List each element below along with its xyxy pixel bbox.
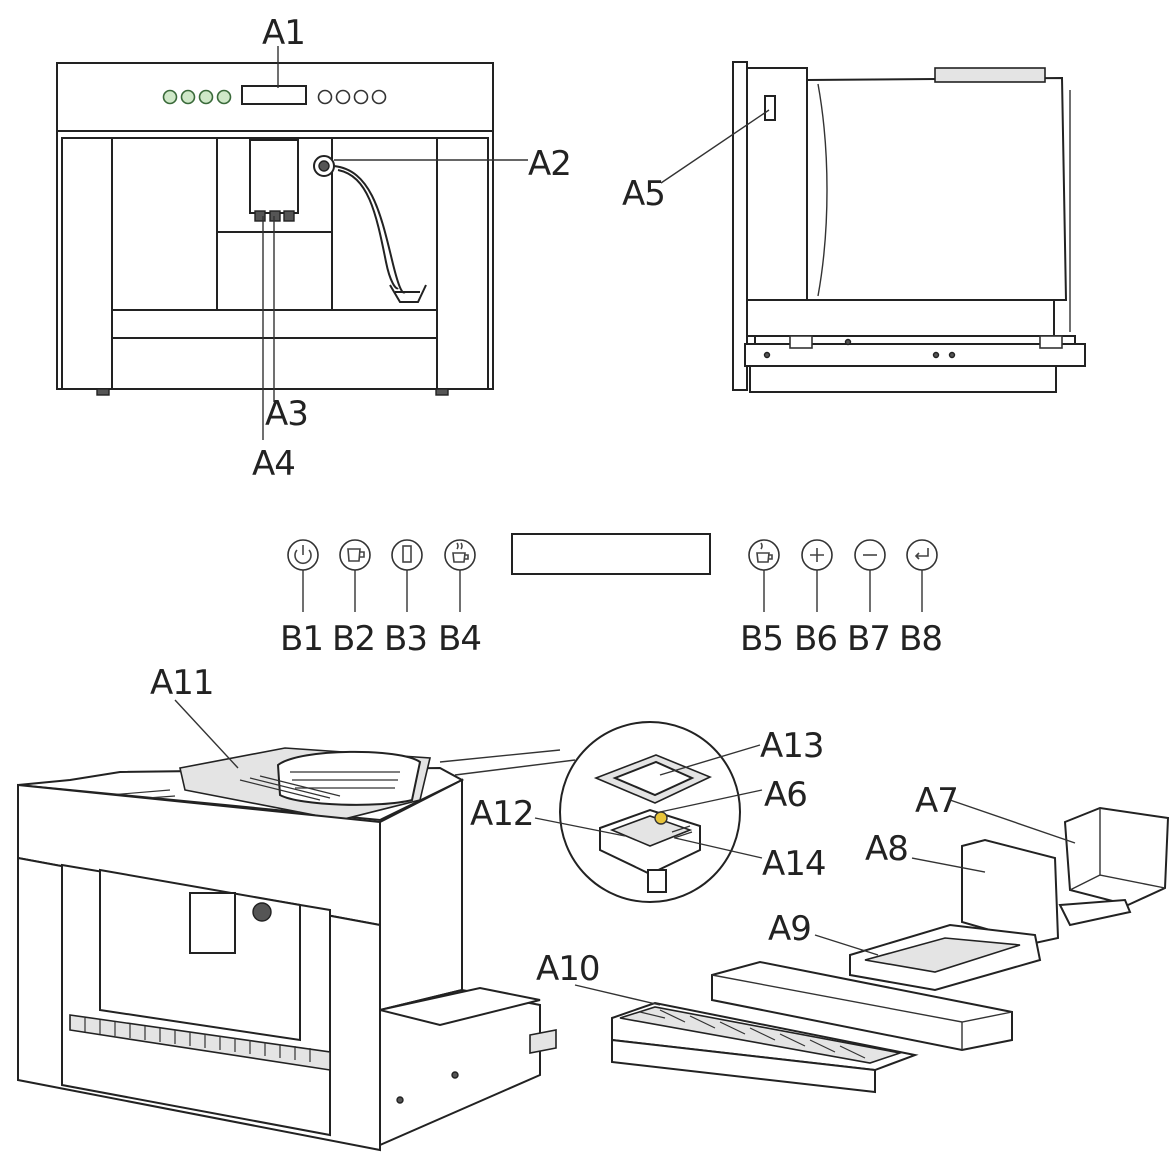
button-b4 [444, 539, 476, 612]
iso-steam-knob [252, 902, 272, 922]
label-a13: A13 [760, 726, 824, 766]
leader-a6 [659, 789, 763, 813]
leader-a10 [574, 984, 661, 1006]
exploded-parts [574, 799, 1170, 1094]
label-a7: A7 [915, 781, 958, 821]
control-panel-detail [287, 533, 938, 612]
label-a5: A5 [622, 174, 665, 214]
tall-glass-icon [402, 545, 412, 563]
coffee-spout-housing [249, 139, 299, 214]
label-b7: B7 [847, 619, 890, 659]
hot-water-cup-icon [756, 542, 773, 563]
side-front-panel [732, 61, 748, 391]
label-a2: A2 [528, 144, 571, 184]
label-a14: A14 [762, 844, 826, 884]
label-b3: B3 [384, 619, 427, 659]
part-labels: A1 A2 A3 A4 A5 A6 A7 A8 A9 A10 A11 A12 A… [150, 13, 959, 989]
button-b2 [339, 539, 371, 612]
label-b2: B2 [332, 619, 375, 659]
front-buttons-left [162, 89, 232, 105]
button-b6 [801, 539, 833, 612]
front-view [56, 46, 528, 440]
plus-icon [810, 548, 824, 562]
label-b4: B4 [438, 619, 481, 659]
steam-cup-icon [452, 542, 469, 563]
side-view [660, 61, 1086, 393]
leader-a13 [659, 744, 761, 776]
label-a6: A6 [764, 775, 807, 815]
front-buttons-right [317, 89, 387, 105]
isometric-machine [17, 699, 576, 1152]
button-b1 [287, 539, 319, 612]
side-cover [961, 838, 1060, 945]
brew-group-detail [534, 721, 763, 903]
iso-drip-grille [69, 1014, 331, 1071]
label-a8: A8 [865, 829, 908, 869]
bean-hopper-lid [934, 67, 1046, 83]
label-b5: B5 [740, 619, 783, 659]
control-display [511, 533, 711, 575]
label-a11: A11 [150, 663, 214, 703]
button-b5 [748, 539, 780, 612]
label-a9: A9 [768, 909, 811, 949]
leader-a11 [174, 699, 239, 769]
label-b1: B1 [280, 619, 323, 659]
return-icon [914, 548, 929, 560]
label-b8: B8 [899, 619, 942, 659]
label-a3: A3 [265, 394, 308, 434]
iso-spout-housing [189, 892, 236, 954]
label-a12: A12 [470, 794, 534, 834]
grounds-container [711, 960, 1013, 1052]
leader-a9 [814, 934, 879, 956]
leader-a14 [674, 837, 763, 859]
steam-nozzle [389, 284, 427, 303]
leader-a8 [911, 857, 986, 873]
label-a4: A4 [252, 444, 295, 484]
button-b7 [854, 539, 886, 612]
cup-icon [347, 548, 365, 562]
label-a1: A1 [262, 13, 305, 53]
brew-valve [654, 811, 668, 825]
leader-a12 [534, 817, 626, 837]
button-labels: B1 B2 B3 B4 B5 B6 B7 B8 [280, 619, 943, 659]
leader-a7 [949, 799, 1076, 844]
leader-a5 [660, 109, 770, 184]
label-b6: B6 [794, 619, 837, 659]
label-a10: A10 [536, 949, 600, 989]
water-tank [1063, 806, 1170, 907]
button-b8 [906, 539, 938, 612]
front-display [241, 85, 307, 105]
power-icon [294, 549, 312, 565]
button-b3 [391, 539, 423, 612]
side-window [764, 95, 776, 121]
